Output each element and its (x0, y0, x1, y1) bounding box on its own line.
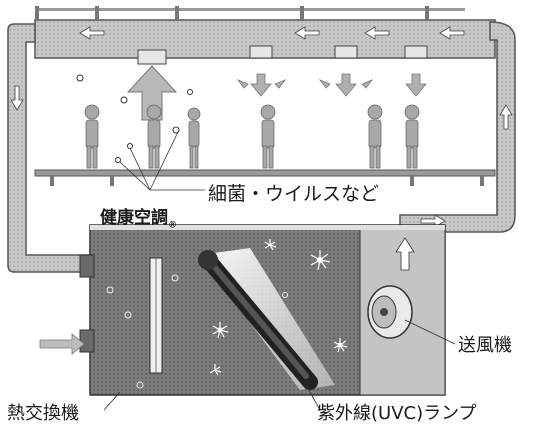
brand-label: 健康空調® (100, 203, 177, 230)
ceiling-vent (404, 45, 428, 59)
person-icon (260, 104, 276, 169)
arrow-left-icon (79, 26, 105, 40)
person-icon (404, 104, 420, 169)
germ-destroyed-sparks (209, 239, 348, 376)
germ-icon (115, 157, 121, 163)
arrow-down-icon (335, 73, 357, 97)
arrow-diagonal-icon (318, 79, 331, 89)
person-icon (367, 104, 383, 169)
arrow-left-icon (364, 26, 390, 40)
arrow-left-icon (294, 26, 320, 40)
arrow-up-icon (499, 104, 513, 130)
germ-icon (172, 126, 180, 134)
germ-icon (136, 381, 144, 389)
registered-mark: ® (168, 220, 177, 231)
uvc-lamp-leader (305, 384, 321, 411)
intake-inlet (79, 254, 95, 278)
person-icon (146, 104, 162, 169)
germ-icon (171, 274, 179, 282)
room-floor (34, 169, 496, 186)
arrow-up-icon (395, 237, 415, 271)
fan-leader (404, 319, 456, 345)
heat-exchanger-label: 熱交換機 (7, 403, 79, 424)
person-icon (84, 104, 100, 169)
return-duct-left (7, 23, 91, 273)
uv-lamp-icon (198, 250, 318, 390)
brand-name: 健康空調 (100, 208, 168, 228)
arrow-diagonal-icon (236, 79, 249, 89)
arrow-down-icon (10, 85, 24, 111)
bacteria-leader-lines (119, 131, 205, 191)
supply-duct-right (399, 21, 516, 233)
germ-icon (124, 311, 132, 319)
germ-icon (106, 286, 114, 294)
person-icon (187, 107, 201, 169)
arrow-down-icon (405, 73, 427, 97)
germ-icon (127, 143, 133, 149)
uvc-lamp-label: 紫外線(UVC)ランプ (317, 403, 477, 424)
arrow-left-icon (439, 26, 465, 40)
intake-inlet (79, 329, 95, 353)
ceiling-vent (334, 45, 358, 59)
ceiling-vent (137, 49, 167, 65)
germ-icon (76, 74, 84, 82)
arrow-diagonal-icon (361, 79, 374, 89)
germ-icon (187, 89, 193, 95)
arrow-right-icon (39, 333, 85, 355)
heat-exchanger-leader (103, 391, 121, 411)
heat-exchanger (149, 257, 163, 374)
fan-icon (367, 285, 413, 339)
germ-icon (282, 292, 288, 298)
fan-label: 送風機 (458, 335, 512, 356)
arrow-diagonal-icon (274, 79, 287, 89)
ceiling-vent (249, 45, 273, 59)
bacteria-virus-label: 細菌・ウイルスなど (208, 183, 380, 205)
arrow-down-icon (250, 73, 272, 97)
germ-icon (120, 96, 128, 104)
